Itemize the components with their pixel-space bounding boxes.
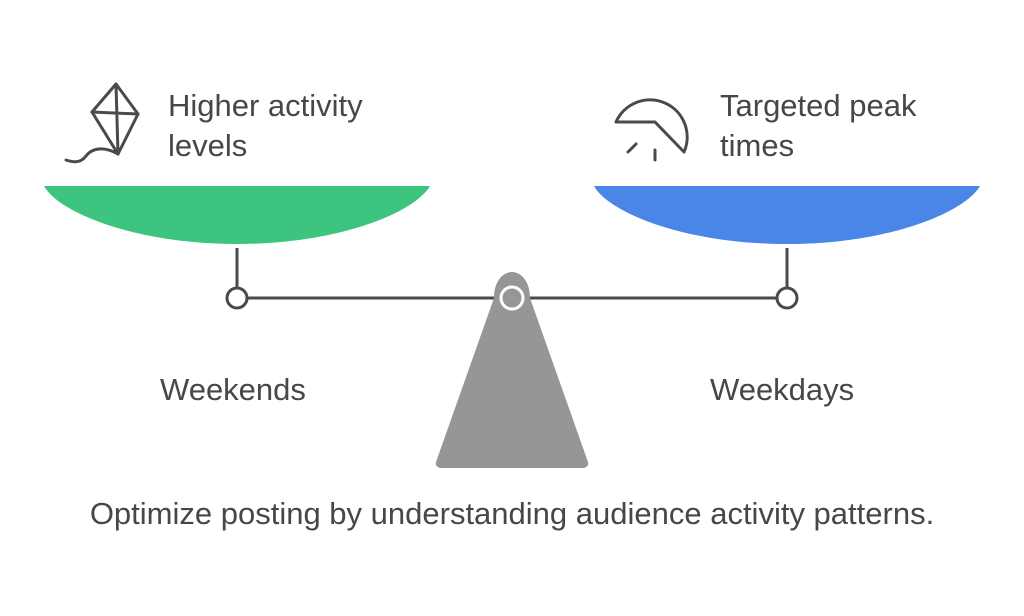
right-label: Weekdays [710,372,855,407]
scale-base [435,272,589,468]
right-joint [775,286,799,310]
right-note: Targeted peak times [720,88,917,163]
left-label: Weekends [160,372,306,407]
pivot-point [499,285,525,311]
caption: Optimize posting by understanding audien… [89,496,935,531]
left-note: Higher activity levels [168,88,363,163]
left-pan [44,186,430,244]
kite-icon [64,82,140,164]
right-pan [594,186,980,244]
pie-chart-icon [614,98,689,162]
left-joint [225,286,249,310]
